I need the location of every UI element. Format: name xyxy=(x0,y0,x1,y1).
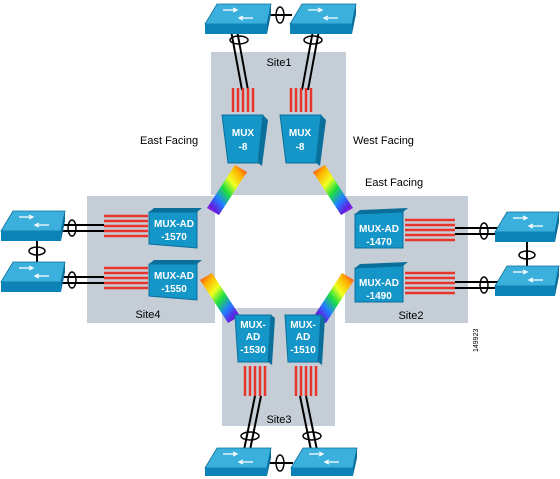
svg-text:AD: AD xyxy=(246,332,260,343)
etherchannel-ellipse-icon xyxy=(518,250,536,260)
rainbow-fiber-icon xyxy=(200,165,354,323)
svg-text:MUX-: MUX- xyxy=(240,320,266,331)
svg-text:-8: -8 xyxy=(296,142,305,153)
svg-text:MUX-AD: MUX-AD xyxy=(359,224,399,235)
switch-icon xyxy=(0,210,66,241)
svg-text:MUX-AD: MUX-AD xyxy=(154,271,194,282)
svg-text:AD: AD xyxy=(296,332,310,343)
etherchannel-ellipse-icon xyxy=(275,454,285,472)
svg-text:MUX-AD: MUX-AD xyxy=(154,219,194,230)
etherchannel-ellipse-icon xyxy=(67,271,77,289)
svg-text:-1490: -1490 xyxy=(366,291,392,302)
mux-ad-1530: MUX- AD -1530 xyxy=(234,314,275,365)
switch-icon xyxy=(204,447,272,476)
etherchannel-ellipse-icon xyxy=(67,219,77,237)
etherchannel-ellipse-icon xyxy=(303,35,323,45)
switch-icon xyxy=(289,3,357,34)
mux-ad-1550: MUX-AD -1550 xyxy=(148,260,202,301)
fiber-bundle xyxy=(231,88,313,112)
fiber-bundle xyxy=(104,214,148,290)
mux-ad-1490: MUX-AD -1490 xyxy=(354,262,408,303)
switch-icon xyxy=(494,211,560,242)
west-facing-label: West Facing xyxy=(353,135,414,147)
switch-icon xyxy=(0,261,66,292)
etherchannel-ellipse-icon xyxy=(479,276,489,294)
mux-8-right: MUX -8 xyxy=(279,114,326,166)
switch-icon xyxy=(494,265,560,296)
svg-text:-1550: -1550 xyxy=(161,284,187,295)
mux-ad-1470: MUX-AD -1470 xyxy=(354,208,408,249)
svg-text:MUX: MUX xyxy=(232,128,255,139)
switch-icon xyxy=(204,3,272,34)
etherchannel-ellipse-icon xyxy=(28,246,46,256)
etherchannel-ellipse-icon xyxy=(302,431,322,441)
figure-id: 149923 xyxy=(473,329,480,352)
fiber-bundle xyxy=(243,366,318,396)
mux-8-left: MUX -8 xyxy=(221,114,268,166)
site3-label: Site3 xyxy=(266,414,291,426)
svg-text:-1570: -1570 xyxy=(161,232,187,243)
site2-label: Site2 xyxy=(398,310,423,322)
east-facing-label: East Facing xyxy=(140,135,198,147)
east-facing-label-site2: East Facing xyxy=(365,177,423,189)
mux-ad-1570: MUX-AD -1570 xyxy=(148,208,202,249)
svg-text:MUX-AD: MUX-AD xyxy=(359,278,399,289)
svg-text:-1530: -1530 xyxy=(240,345,266,356)
svg-text:MUX: MUX xyxy=(289,128,312,139)
svg-text:-1470: -1470 xyxy=(366,237,392,248)
svg-text:-8: -8 xyxy=(239,142,248,153)
etherchannel-ellipse-icon xyxy=(240,431,260,441)
site1-label: Site1 xyxy=(266,57,291,69)
mux-ad-1510: MUX- AD -1510 xyxy=(284,314,325,365)
switch-icon xyxy=(290,447,358,476)
site1-uplinks xyxy=(229,6,323,91)
fiber-bundle xyxy=(405,218,455,295)
site3-uplinks xyxy=(240,395,322,472)
site4-label: Site4 xyxy=(135,309,160,321)
etherchannel-ellipse-icon xyxy=(229,35,249,45)
svg-text:MUX-: MUX- xyxy=(290,320,316,331)
etherchannel-ellipse-icon xyxy=(275,6,285,24)
etherchannel-ellipse-icon xyxy=(479,222,489,240)
svg-text:-1510: -1510 xyxy=(290,345,316,356)
